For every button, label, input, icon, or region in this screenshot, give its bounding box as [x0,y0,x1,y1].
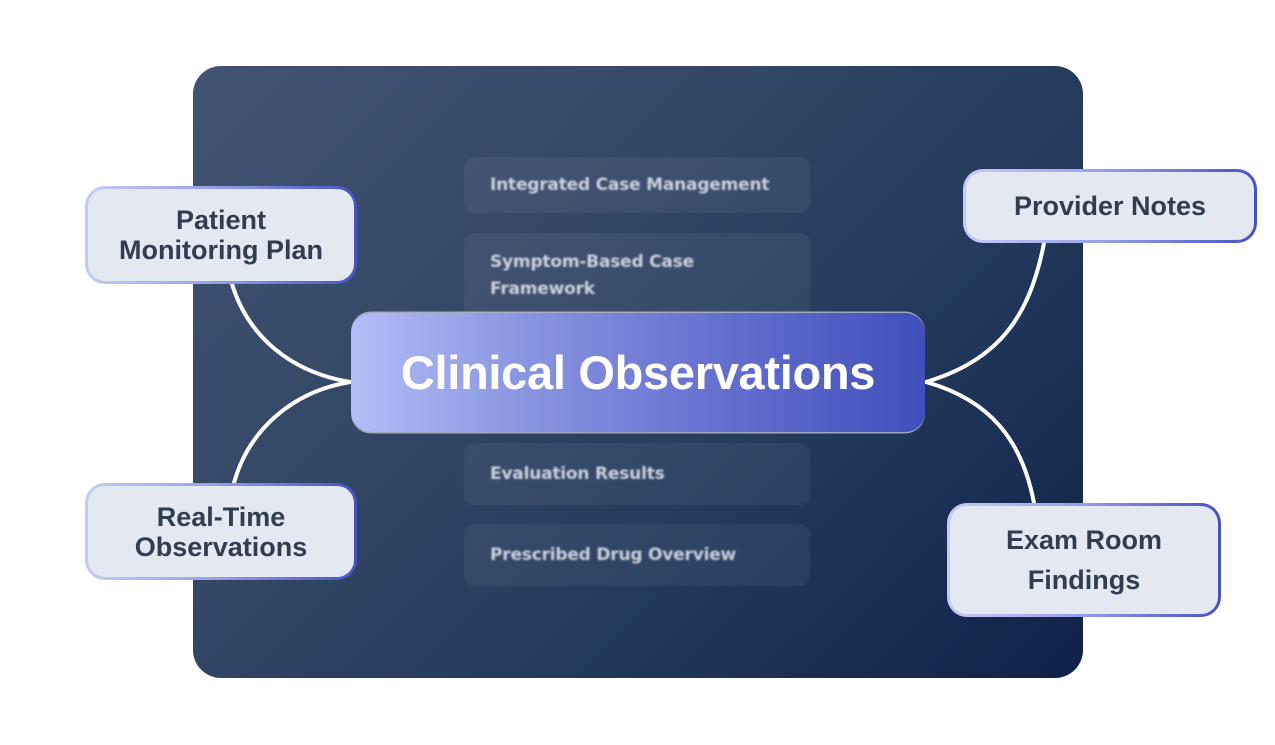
node-body: Real-Time Observations [88,486,354,577]
background-card-label: Evaluation Results [490,464,665,484]
node-label: Provider Notes [1013,191,1207,221]
background-card-label: Prescribed Drug Overview [490,545,737,565]
background-card-symptom-based-case-framework: Symptom-Based Case Framework [464,233,810,323]
node-label: Exam Room Findings [1005,525,1163,595]
node-label: Real-Time Observations [134,501,308,562]
node-body: Exam Room Findings [950,506,1218,614]
node-body: Patient Monitoring Plan [88,189,354,281]
background-card-label: Symptom-Based Case Framework [490,252,694,299]
node-real-time-observations[interactable]: Real-Time Observations [85,483,357,580]
node-label: Patient Monitoring Plan [119,205,323,265]
background-card-prescribed-drug-overview: Prescribed Drug Overview [464,524,810,586]
central-topic-node[interactable]: Clinical Observations [351,313,925,432]
background-card-evaluation-results: Evaluation Results [464,443,810,505]
node-body: Provider Notes [966,172,1254,240]
node-patient-monitoring-plan[interactable]: Patient Monitoring Plan [85,186,357,284]
node-provider-notes[interactable]: Provider Notes [963,169,1257,243]
node-exam-room-findings[interactable]: Exam Room Findings [947,503,1221,617]
background-card-label: Integrated Case Management [490,175,770,195]
background-card-integrated-case-management: Integrated Case Management [464,157,810,213]
central-topic-label: Clinical Observations [400,346,876,399]
